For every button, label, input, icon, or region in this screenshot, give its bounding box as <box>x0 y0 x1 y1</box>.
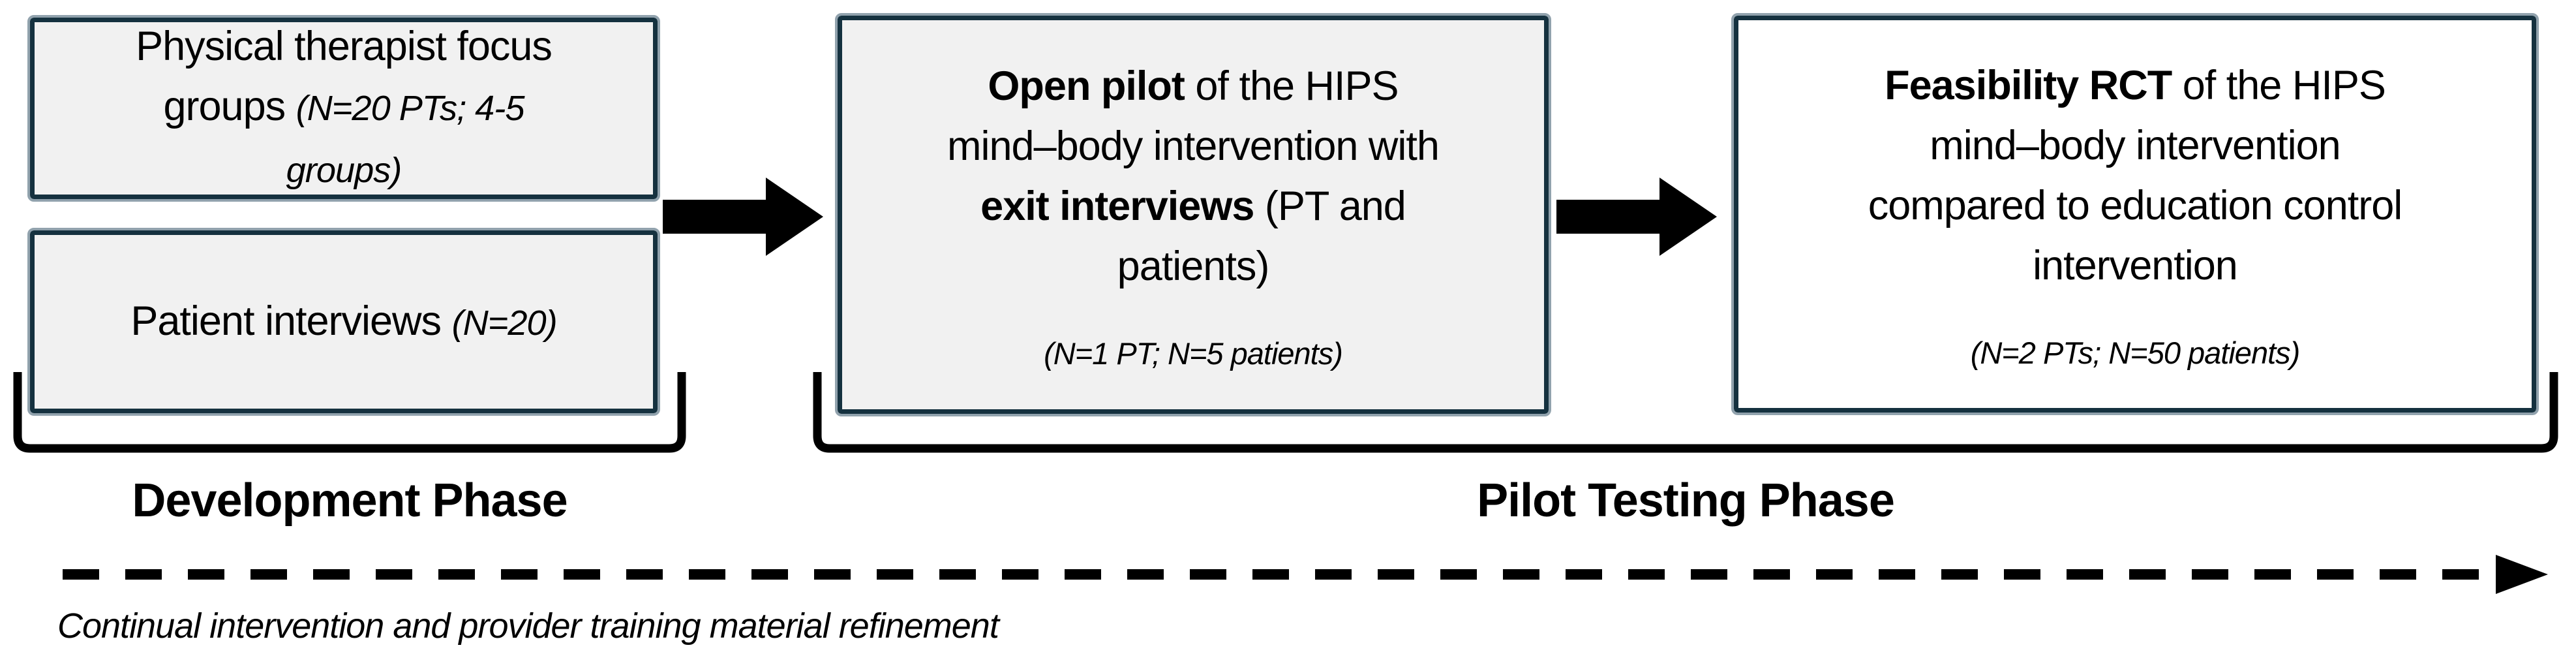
dashed-right-arrow-icon <box>63 555 2548 594</box>
development-phase-label: Development Phase <box>132 475 568 527</box>
pilot-phase-bracket <box>813 372 2558 453</box>
pilot-testing-phase-label: Pilot Testing Phase <box>1477 475 1895 527</box>
right-arrow-icon <box>1556 178 1717 256</box>
box-patient-interviews: Patient interviews (N=20) <box>27 228 660 416</box>
right-arrow-icon <box>663 178 823 256</box>
timeline-caption: Continual intervention and provider trai… <box>57 606 999 646</box>
development-phase-bracket <box>13 372 686 453</box>
box-feasibility-rct-note: (N=2 PTs; N=50 patients) <box>1970 336 2301 370</box>
box-open-pilot-note: (N=1 PT; N=5 patients) <box>1044 336 1343 371</box>
